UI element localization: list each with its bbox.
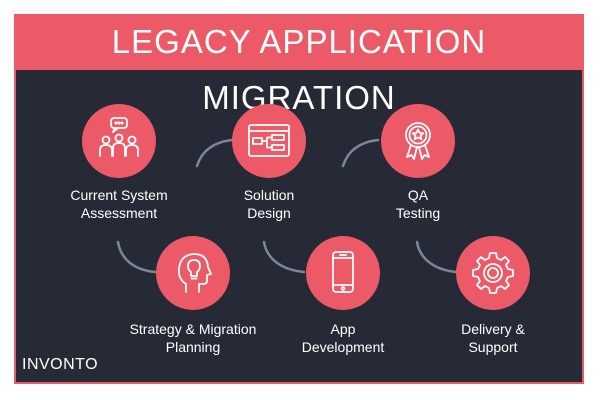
connector-1-4 (116, 240, 157, 274)
connector-2-3 (341, 138, 380, 168)
connector-3-6 (415, 240, 458, 274)
smartphone-icon (332, 251, 354, 293)
step-app-development (306, 236, 380, 310)
brand-logo: INVONTO (22, 356, 99, 373)
step-solution-design (232, 104, 306, 178)
award-ribbon-star-icon (405, 122, 431, 160)
title-banner (14, 14, 584, 70)
page-title: LEGACY APPLICATION MIGRATION (111, 23, 487, 116)
gear-icon (472, 252, 514, 294)
step-label-app-development: App Development (301, 321, 385, 355)
step-delivery-support (456, 236, 530, 310)
step-label-solution-design: Solution Design (243, 187, 295, 221)
step-qa-testing (381, 104, 455, 178)
step-label-qa-testing: QA Testing (395, 187, 441, 221)
connector-1-2 (195, 138, 234, 168)
diagram-frame (14, 14, 584, 384)
step-label-strategy-migration-planning: Strategy & Migration Planning (129, 321, 257, 355)
step-label-current-system-assessment: Current System Assessment (70, 187, 168, 221)
step-strategy-migration-planning (156, 236, 230, 310)
step-current-system-assessment (82, 104, 156, 178)
connector-2-5 (262, 240, 306, 274)
team-meeting-icon (99, 117, 139, 157)
step-label-delivery-support: Delivery & Support (461, 321, 525, 355)
head-lightbulb-icon (177, 253, 212, 293)
flowchart-browser-icon (248, 124, 290, 157)
